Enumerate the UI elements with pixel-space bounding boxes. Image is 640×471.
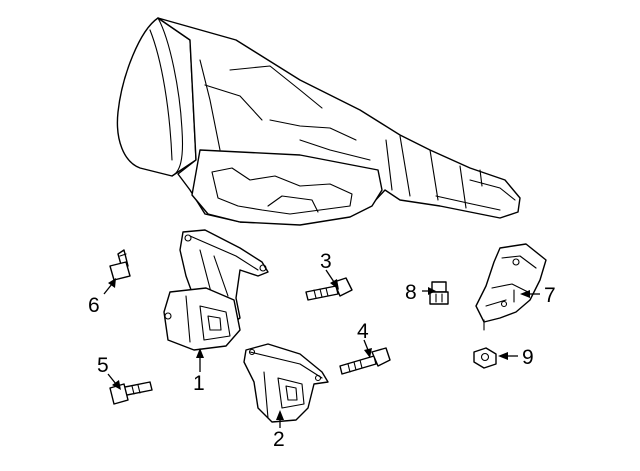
part-9-nut [473, 347, 497, 369]
part-8-bolt [429, 281, 449, 305]
callout-9: 9 [522, 346, 534, 369]
callout-2: 2 [273, 428, 285, 451]
callout-4: 4 [357, 320, 369, 343]
part-4-bolt [339, 347, 391, 375]
callout-8: 8 [405, 281, 417, 304]
callout-5: 5 [97, 354, 109, 377]
transmission [116, 17, 521, 226]
part-6-stud [109, 249, 131, 281]
callout-3: 3 [320, 250, 332, 273]
part-7-bracket [475, 243, 547, 331]
part-1-mount-bracket [163, 229, 269, 351]
part-3-bolt [305, 277, 353, 301]
callout-6: 6 [88, 294, 100, 317]
callout-7: 7 [544, 284, 556, 307]
callout-leaders [103, 269, 540, 428]
callout-labels: 1 2 3 4 5 6 7 8 9 [88, 250, 556, 451]
callout-1: 1 [193, 372, 205, 395]
part-5-bolt [109, 381, 153, 405]
part-2-mount [243, 343, 329, 423]
